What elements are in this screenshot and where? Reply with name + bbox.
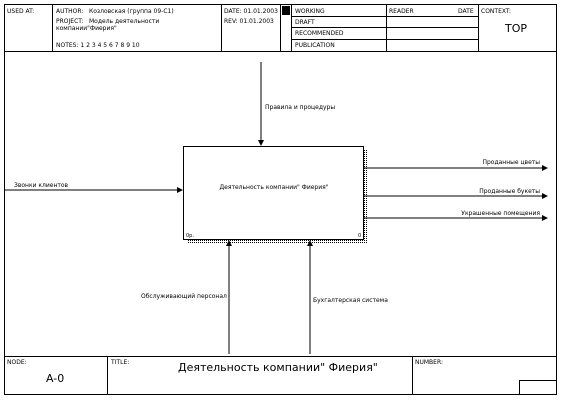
- header-divider: [478, 4, 479, 51]
- project-value: Модель деятельности компании"Фиерия": [56, 18, 160, 32]
- number-label: NUMBER:: [415, 359, 443, 366]
- control-label: Правила и процедуры: [265, 104, 335, 111]
- number-box: [519, 380, 557, 395]
- header-divider: [221, 4, 222, 51]
- header-row-line: [291, 27, 478, 28]
- header-row-line: [291, 39, 478, 40]
- activity-box-cost: 0р.: [186, 233, 194, 239]
- footer-divider: [412, 356, 413, 395]
- input-label: Звонки клиентов: [14, 182, 69, 189]
- footer-divider: [107, 356, 108, 395]
- status-recommended[interactable]: RECOMMENDED: [295, 30, 344, 37]
- status-draft[interactable]: DRAFT: [295, 19, 315, 26]
- notes-label: NOTES: 1 2 3 4 5 6 7 8 9 10: [56, 42, 140, 49]
- title-label: TITLE:: [111, 359, 130, 366]
- date-label: DATE: 01.01.2003: [224, 8, 278, 15]
- author-value: Козловская (группа 09-С1): [89, 8, 174, 15]
- header-row-line: [291, 16, 478, 17]
- reader-date-label: DATE: [458, 8, 474, 15]
- activity-box[interactable]: [183, 146, 364, 240]
- context-label: CONTEXT:: [481, 8, 511, 15]
- header-divider: [52, 4, 53, 51]
- output-label: Проданные букеты: [479, 188, 540, 195]
- project-label: PROJECT:: [56, 18, 84, 25]
- node-label: NODE:: [7, 359, 27, 366]
- node-value: A-0: [46, 372, 65, 385]
- rev-label: REV: 01.01.2003: [224, 18, 274, 25]
- mechanism-label: Бухгалтерская система: [313, 297, 388, 304]
- output-label: Проданные цветы: [482, 159, 540, 166]
- status-marker: [282, 6, 290, 15]
- diagram-title: Деятельность компании" Фиерия": [178, 361, 378, 374]
- output-label: Украшенные помещения: [461, 210, 540, 217]
- status-working[interactable]: WORKING: [295, 8, 325, 15]
- activity-box-number: 0: [358, 233, 361, 239]
- reader-label: READER: [389, 8, 414, 15]
- used-at-label: USED AT:: [7, 8, 35, 15]
- activity-box-label: Деятельность компании" Фиерия": [219, 184, 328, 191]
- footer-top-border: [4, 356, 557, 357]
- author-label: AUTHOR:: [56, 8, 84, 15]
- mechanism-label: Обслуживающий персонал: [141, 293, 227, 300]
- status-publication[interactable]: PUBLICATION: [295, 42, 335, 49]
- context-value: TOP: [505, 22, 528, 35]
- header-divider: [280, 4, 281, 51]
- header-bottom-border: [4, 51, 557, 52]
